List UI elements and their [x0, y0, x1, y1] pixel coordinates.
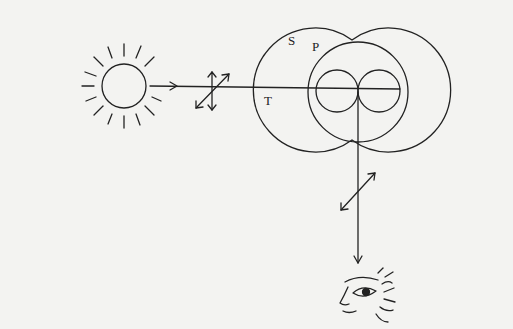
part-label: S — [288, 34, 295, 47]
part-label: P — [312, 40, 319, 53]
polarization-symbol — [341, 173, 375, 210]
arrowhead — [354, 256, 362, 263]
part-label: T — [264, 94, 272, 107]
light-ray — [150, 86, 400, 89]
observer-eye — [340, 268, 395, 322]
sun-rays — [82, 44, 161, 128]
polarization-symbol — [196, 72, 229, 110]
scattered-ray — [357, 92, 358, 263]
arrowhead — [170, 82, 177, 90]
inner-lobe — [358, 70, 400, 112]
outer-lobes — [253, 28, 450, 152]
inner-lobe — [316, 70, 358, 112]
sun-symbol — [102, 64, 146, 108]
